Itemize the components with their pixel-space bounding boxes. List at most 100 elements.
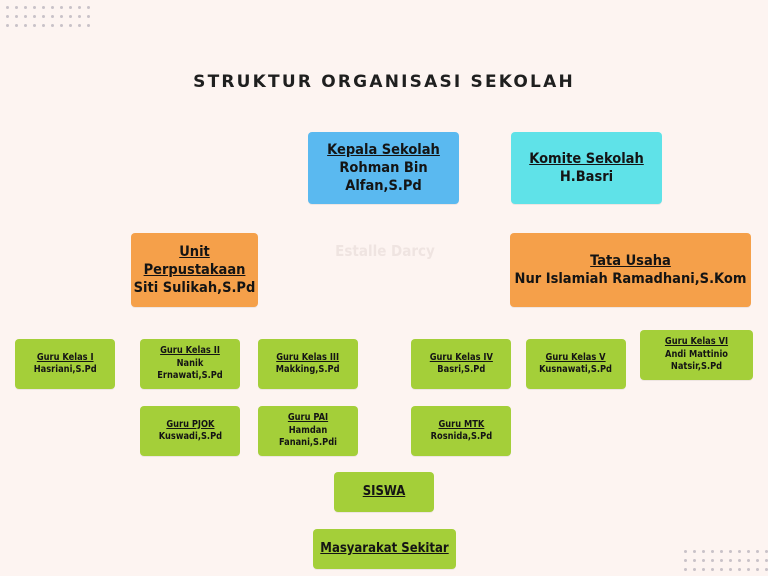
node-role: Guru Kelas VI <box>664 336 729 348</box>
decorative-dot <box>747 559 750 562</box>
decorative-dot <box>15 15 18 18</box>
node-name: Hamdan Fanani,S.Pdi <box>279 424 337 449</box>
node-name: Andi Mattinio Natsir,S.Pd <box>665 348 728 373</box>
decorative-dot <box>51 15 54 18</box>
node-guru-kelas-5: Guru Kelas V Kusnawati,S.Pd <box>526 339 626 389</box>
decorative-dot <box>693 550 696 553</box>
node-role: Unit Perpustakaan <box>143 243 246 278</box>
decorative-dot <box>51 24 54 27</box>
decorative-dot <box>765 550 768 553</box>
node-name: Siti Sulikah,S.Pd <box>133 280 256 297</box>
decorative-dot <box>15 6 18 9</box>
node-role: Guru Kelas IV <box>429 351 493 363</box>
node-role: Komite Sekolah <box>529 150 644 167</box>
node-guru-pai: Guru PAI Hamdan Fanani,S.Pdi <box>258 406 358 456</box>
node-guru-kelas-2: Guru Kelas II Nanik Ernawati,S.Pd <box>140 339 240 389</box>
node-role: Tata Usaha <box>590 252 671 269</box>
node-role: Kepala Sekolah <box>327 141 440 158</box>
node-name: Nanik Ernawati,S.Pd <box>157 357 223 382</box>
decorative-dot <box>684 550 687 553</box>
node-role: Guru PJOK <box>165 418 215 430</box>
node-guru-kelas-4: Guru Kelas IV Basri,S.Pd <box>411 339 511 389</box>
node-komite-sekolah: Komite Sekolah H.Basri <box>511 132 662 204</box>
decorative-dot <box>60 24 63 27</box>
decorative-dot <box>702 559 705 562</box>
decorative-dot <box>747 568 750 571</box>
chart-title: STRUKTUR ORGANISASI SEKOLAH <box>193 72 575 92</box>
node-masyarakat-sekitar: Masyarakat Sekitar <box>313 529 456 569</box>
decorative-dot <box>756 568 759 571</box>
decorative-dot <box>693 559 696 562</box>
decorative-dot <box>6 15 9 18</box>
decorative-dot <box>711 568 714 571</box>
decorative-dot <box>711 559 714 562</box>
node-guru-kelas-1: Guru Kelas I Hasriani,S.Pd <box>15 339 115 389</box>
decorative-dot <box>684 559 687 562</box>
node-guru-mtk: Guru MTK Rosnida,S.Pd <box>411 406 511 456</box>
decorative-dot <box>60 15 63 18</box>
decorative-dot <box>6 6 9 9</box>
decorative-dot <box>42 6 45 9</box>
node-name: Kuswadi,S.Pd <box>158 431 222 442</box>
decorative-dot <box>78 24 81 27</box>
node-name: Kusnawati,S.Pd <box>539 364 613 375</box>
decorative-dot <box>60 6 63 9</box>
node-role: Guru PAI <box>287 412 329 424</box>
node-name: H.Basri <box>559 169 614 185</box>
decorative-dot <box>702 568 705 571</box>
decorative-dot <box>87 15 90 18</box>
node-role: Guru Kelas V <box>545 351 607 363</box>
decorative-dot <box>738 550 741 553</box>
node-role: SISWA <box>362 483 406 499</box>
decorative-dot <box>33 6 36 9</box>
node-name: Hasriani,S.Pd <box>33 364 97 375</box>
node-guru-kelas-3: Guru Kelas III Makking,S.Pd <box>258 339 358 389</box>
decorative-dot <box>747 550 750 553</box>
decorative-dot <box>720 550 723 553</box>
decorative-dot <box>42 24 45 27</box>
decorative-dot <box>51 6 54 9</box>
node-role: Guru Kelas II <box>160 345 220 357</box>
decorative-dot <box>756 559 759 562</box>
node-role: Guru MTK <box>438 418 484 430</box>
node-guru-kelas-6: Guru Kelas VI Andi Mattinio Natsir,S.Pd <box>640 330 753 380</box>
decorative-dot <box>693 568 696 571</box>
node-name: Rosnida,S.Pd <box>430 431 492 442</box>
decorative-dot-grid <box>6 6 90 27</box>
decorative-dot-grid <box>684 550 768 571</box>
decorative-dot <box>711 550 714 553</box>
decorative-dot <box>729 568 732 571</box>
node-guru-pjok: Guru PJOK Kuswadi,S.Pd <box>140 406 240 456</box>
decorative-dot <box>15 24 18 27</box>
decorative-dot <box>765 559 768 562</box>
decorative-dot <box>87 6 90 9</box>
decorative-dot <box>720 568 723 571</box>
decorative-dot <box>24 6 27 9</box>
decorative-dot <box>684 568 687 571</box>
decorative-dot <box>33 24 36 27</box>
decorative-dot <box>738 559 741 562</box>
decorative-dot <box>78 15 81 18</box>
node-tata-usaha: Tata Usaha Nur Islamiah Ramadhani,S.Kom <box>510 233 751 307</box>
node-kepala-sekolah: Kepala Sekolah Rohman Bin Alfan,S.Pd <box>308 132 459 204</box>
decorative-dot <box>24 24 27 27</box>
node-name: Rohman Bin Alfan,S.Pd <box>339 159 428 195</box>
decorative-dot <box>42 15 45 18</box>
node-role: Guru Kelas III <box>276 351 340 363</box>
decorative-dot <box>6 24 9 27</box>
decorative-dot <box>33 15 36 18</box>
decorative-dot <box>702 550 705 553</box>
decorative-dot <box>729 559 732 562</box>
decorative-dot <box>78 6 81 9</box>
decorative-dot <box>69 24 72 27</box>
node-unit-perpustakaan: Unit Perpustakaan Siti Sulikah,S.Pd <box>131 233 258 307</box>
node-role: Masyarakat Sekitar <box>320 540 449 556</box>
node-role: Guru Kelas I <box>36 351 94 363</box>
node-name: Makking,S.Pd <box>276 364 340 375</box>
decorative-dot <box>738 568 741 571</box>
decorative-dot <box>87 24 90 27</box>
node-siswa: SISWA <box>334 472 434 512</box>
decorative-dot <box>24 15 27 18</box>
node-name: Nur Islamiah Ramadhani,S.Kom <box>514 271 747 287</box>
decorative-dot <box>720 559 723 562</box>
